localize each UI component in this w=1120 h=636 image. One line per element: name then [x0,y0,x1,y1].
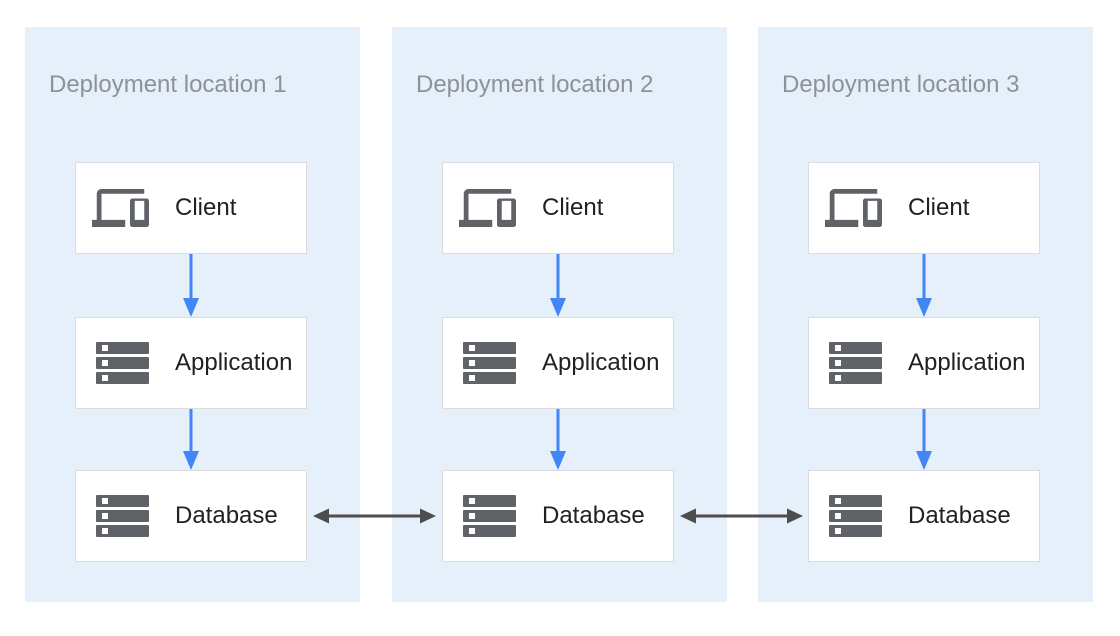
node-label: Application [542,349,660,376]
server-stack-icon [829,495,882,537]
deployment-location-panel-2: Deployment location 2 Client [392,27,727,602]
arrow-client-to-application [550,254,566,317]
devices-icon [459,180,516,237]
node-label: Client [175,194,237,221]
node-label: Database [908,502,1011,529]
panel-title: Deployment location 2 [416,71,654,98]
server-stack-icon [463,342,516,384]
client-node: Client [808,162,1040,254]
panel-title: Deployment location 3 [782,71,1020,98]
server-stack-icon [96,495,149,537]
database-node: Database [75,470,307,562]
database-node: Database [442,470,674,562]
server-stack-icon [463,495,516,537]
devices-icon [825,180,882,237]
node-label: Database [542,502,645,529]
deployment-location-panel-1: Deployment location 1 Client [25,27,360,602]
arrow-application-to-database [183,409,199,470]
node-label: Database [175,502,278,529]
arrow-client-to-application [183,254,199,317]
server-stack-icon [96,342,149,384]
node-label: Application [175,349,293,376]
devices-icon [92,180,149,237]
deployment-location-panel-3: Deployment location 3 Client [758,27,1093,602]
client-node: Client [75,162,307,254]
client-node: Client [442,162,674,254]
node-label: Client [908,194,970,221]
application-node: Application [75,317,307,409]
database-node: Database [808,470,1040,562]
arrow-client-to-application [916,254,932,317]
panel-title: Deployment location 1 [49,71,287,98]
arrow-application-to-database [550,409,566,470]
node-label: Application [908,349,1026,376]
node-label: Client [542,194,604,221]
arrow-database-1-to-database-2 [313,508,436,524]
arrow-database-2-to-database-3 [680,508,803,524]
arrow-application-to-database [916,409,932,470]
application-node: Application [442,317,674,409]
server-stack-icon [829,342,882,384]
application-node: Application [808,317,1040,409]
